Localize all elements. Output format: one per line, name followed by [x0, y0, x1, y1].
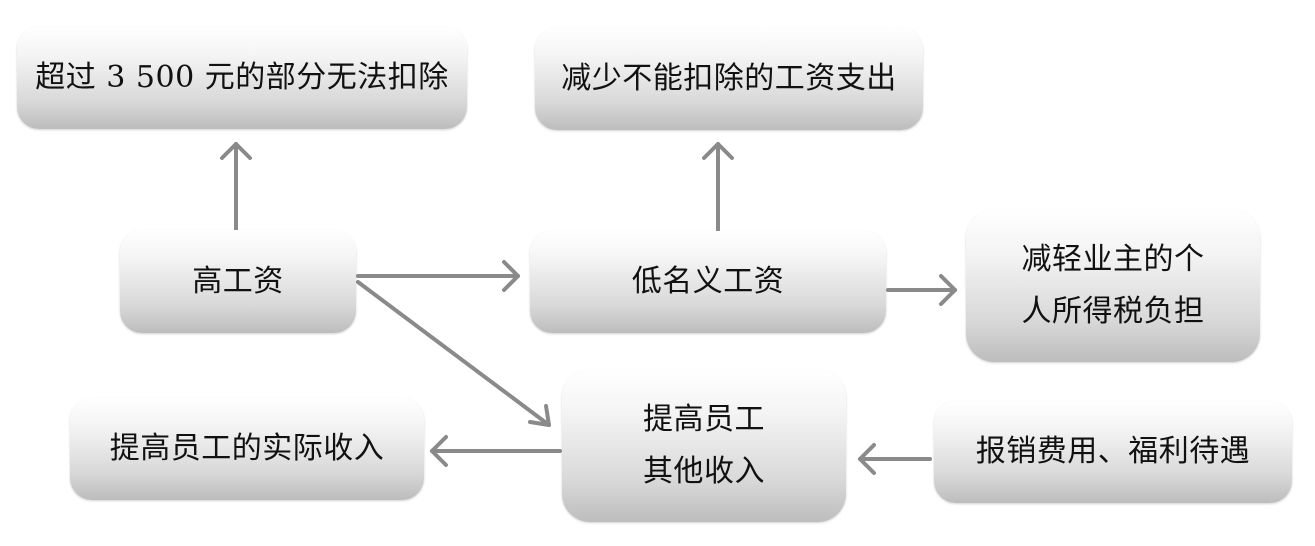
arrow-other-income-to-actual-income — [430, 435, 562, 467]
node-raise-other-income-line-1: 提高员工 — [643, 402, 765, 437]
node-reduce-tax-burden: 减轻业主的个 人所得税负担 — [966, 210, 1260, 362]
node-reduce-tax-burden-line-2: 人所得税负担 — [1021, 294, 1205, 329]
node-low-nominal-salary-label: 低名义工资 — [631, 264, 785, 299]
node-raise-other-income: 提高员工 其他收入 — [562, 370, 846, 522]
node-raise-actual-income: 提高员工的实际收入 — [70, 398, 424, 500]
arrow-high-salary-to-low-salary — [356, 260, 520, 292]
arrow-low-salary-to-reduce-nondeductible — [702, 142, 734, 232]
node-excess-3500: 超过 3 500 元的部分无法扣除 — [17, 27, 467, 129]
node-reduce-nondeductible: 减少不能扣除的工资支出 — [535, 28, 923, 130]
node-reduce-tax-burden-line-1: 减轻业主的个 — [1021, 242, 1205, 277]
node-raise-other-income-line-2: 其他收入 — [643, 454, 765, 489]
arrow-reimburse-to-other-income — [858, 443, 932, 475]
node-raise-actual-income-label: 提高员工的实际收入 — [109, 431, 385, 466]
arrow-high-salary-to-excess — [220, 142, 252, 232]
node-low-nominal-salary: 低名义工资 — [530, 231, 886, 333]
node-high-salary: 高工资 — [120, 230, 356, 333]
node-high-salary-label: 高工资 — [192, 263, 284, 299]
node-reimburse-welfare-label: 报销费用、福利待遇 — [975, 434, 1251, 469]
node-reduce-nondeductible-label: 减少不能扣除的工资支出 — [561, 61, 897, 96]
arrow-low-salary-to-tax-burden — [886, 274, 957, 306]
node-reimburse-welfare: 报销费用、福利待遇 — [934, 401, 1292, 503]
node-raise-other-income-text: 提高员工 其他收入 — [643, 394, 765, 498]
node-reduce-tax-burden-text: 减轻业主的个 人所得税负担 — [1022, 234, 1205, 338]
node-excess-3500-label: 超过 3 500 元的部分无法扣除 — [35, 60, 449, 95]
